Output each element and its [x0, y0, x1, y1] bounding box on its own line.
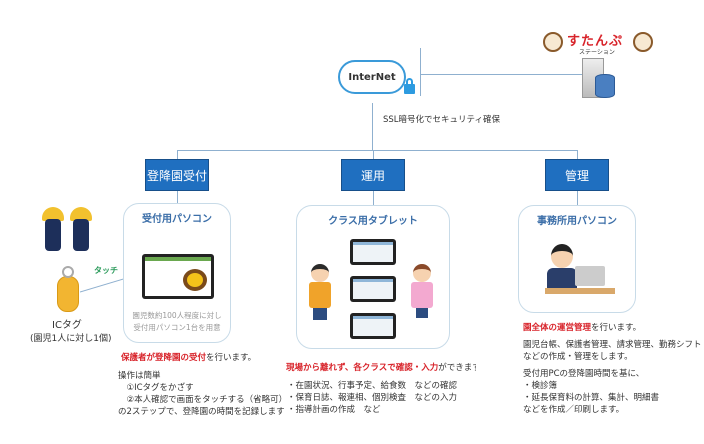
tablet-icon	[350, 276, 396, 302]
teacher-illustration	[411, 264, 433, 320]
ic-tag-icon	[57, 276, 79, 312]
panel-title: 事務所用パソコン	[537, 216, 617, 227]
detail-line: などの作成・管理をします。	[523, 352, 633, 362]
note-line: 園児数約100人程度に対し	[132, 311, 222, 320]
connector	[372, 103, 373, 150]
office-worker-illustration	[545, 244, 615, 302]
panel-title: クラス用タブレット	[328, 216, 418, 227]
operation-details: ・在園状況、行事予定、給食数 などの確認 ・保育日誌、報連相、個別検査 などの入…	[287, 380, 457, 416]
children-illustration	[40, 207, 96, 251]
panel-office-pc: 事務所用パソコン	[518, 205, 636, 313]
management-details-1: 園児台帳、保護者管理、請求管理、勤務シフト などの作成・管理をします。	[523, 339, 704, 363]
connector	[420, 74, 582, 75]
database-icon	[595, 74, 615, 98]
management-details-2: 受付用PCの登降園時間を基に、 ・検診簿 ・延長保育料の計算、集計、明細書 など…	[523, 368, 659, 416]
category-reception: 登降園受付	[145, 159, 209, 191]
reception-pc-screen	[142, 254, 214, 299]
detail-line: ・指導計画の作成 など	[287, 405, 381, 415]
management-headline: 園全体の運営管理を行います。	[523, 322, 641, 334]
detail-line: ・保育日誌、報連相、個別検査 などの入力	[287, 393, 458, 403]
highlight-text: 現場から離れず、各クラスで確認・入力	[286, 363, 439, 373]
category-operation: 運用	[341, 159, 405, 191]
tablet-icon	[350, 313, 396, 339]
detail-line: 操作は簡単	[118, 371, 161, 381]
note-line: 受付用パソコン1台を用意	[133, 323, 221, 332]
face-icon	[633, 32, 653, 52]
panel-class-tablet: クラス用タブレット	[296, 205, 450, 349]
reception-note: 園児数約100人程度に対し 受付用パソコン1台を用意	[124, 310, 230, 334]
detail-line: ・在園状況、行事予定、給食数 などの確認	[287, 381, 458, 391]
headline-rest: ができます	[438, 363, 476, 373]
detail-line: ・延長保育料の計算、集計、明細書	[523, 393, 660, 403]
ic-tag-note: (園児1人に対し1個)	[30, 334, 112, 344]
reception-details: 操作は簡単 ①ICタグをかざす ②本人確認で画面をタッチする（省略可） の2ステ…	[118, 370, 287, 418]
detail-line: の2ステップで、登降園の時間を記録します	[118, 407, 285, 417]
detail-line: 受付用PCの登降園時間を基に、	[523, 369, 645, 379]
connector	[420, 48, 421, 96]
detail-line: ①ICタグをかざす	[118, 383, 194, 393]
internet-label: InterNet	[348, 71, 396, 83]
detail-line: ・検診簿	[523, 381, 558, 391]
highlight-text: 保護者が登降園の受付	[121, 353, 207, 363]
panel-title: 受付用パソコン	[142, 214, 212, 225]
connector	[177, 150, 577, 151]
detail-line: などを作成／印刷します。	[523, 405, 625, 415]
highlight-text: 園全体の運営管理	[523, 323, 592, 333]
detail-line: 園児台帳、保護者管理、請求管理、勤務シフト	[523, 340, 702, 350]
tablet-icon	[350, 239, 396, 265]
key-ring	[62, 266, 74, 278]
logo: すたんぷ ステーション	[543, 30, 655, 58]
touch-label: タッチ	[94, 266, 118, 275]
category-management: 管理	[545, 159, 609, 191]
reception-headline: 保護者が登降園の受付を行います。	[121, 352, 256, 364]
panel-reception-pc: 受付用パソコン 園児数約100人程度に対し 受付用パソコン1台を用意	[123, 203, 231, 343]
teacher-illustration	[309, 264, 331, 322]
headline-rest: を行います。	[591, 323, 642, 333]
cloud-icon: InterNet	[338, 60, 406, 94]
lock-shackle	[406, 78, 413, 86]
logo-text: すたんぷ	[567, 34, 624, 49]
detail-line: ②本人確認で画面をタッチする（省略可）	[118, 395, 288, 405]
ic-tag-label: ICタグ	[52, 320, 82, 331]
logo-subtitle: ステーション	[579, 49, 615, 56]
lock-icon	[404, 84, 415, 94]
face-icon	[543, 32, 563, 52]
operation-headline: 現場から離れず、各クラスで確認・入力ができます	[286, 362, 476, 374]
headline-rest: を行います。	[206, 353, 257, 363]
ssl-note: SSL暗号化でセキュリティ確保	[383, 115, 501, 125]
